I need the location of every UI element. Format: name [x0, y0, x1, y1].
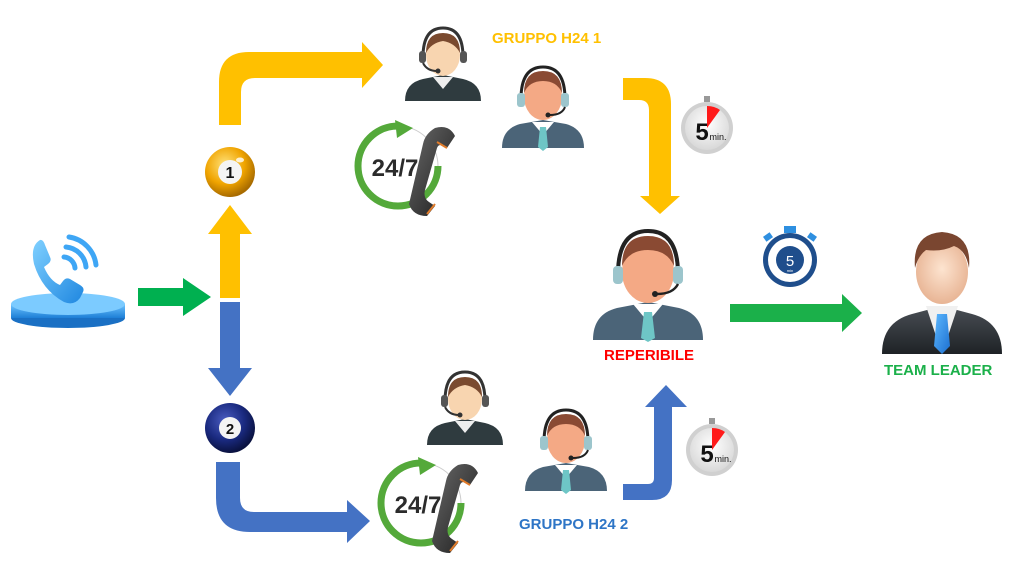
on-call-operator-icon — [593, 228, 703, 342]
incoming-call-icon — [11, 234, 125, 328]
support-24-7-icon: 24/7 — [377, 457, 478, 553]
arrow-call-to-split — [138, 278, 211, 316]
reperibile-label: REPERIBILE — [604, 347, 695, 364]
arrow-split-to-branch-2 — [208, 302, 252, 396]
arrow-branch-2-to-group-2 — [216, 462, 370, 543]
male-operator-icon — [502, 65, 584, 151]
billiard-ball-1-icon: 1 — [205, 147, 255, 197]
timer-1-value: 5 — [695, 119, 708, 146]
timer-2-unit: min. — [714, 454, 731, 464]
support-24-7-icon: 24/7 — [354, 120, 455, 216]
arrow-group-1-to-reperibile — [623, 78, 680, 214]
businessman-icon — [882, 232, 1002, 354]
team-leader-label: TEAM LEADER — [884, 362, 993, 379]
stopwatch-5min-icon: 5 min. — [681, 96, 733, 154]
timer-2-value: 5 — [700, 441, 713, 468]
group-2-label: GRUPPO H24 2 — [519, 516, 629, 533]
ball-2-number: 2 — [226, 421, 234, 438]
female-operator-icon — [427, 370, 503, 445]
billiard-ball-2-icon: 2 — [205, 403, 255, 453]
escalation-timer-unit: min — [787, 268, 793, 273]
male-operator-icon — [525, 408, 607, 494]
arrow-branch-1-to-group-1 — [219, 42, 383, 125]
female-operator-icon — [405, 26, 481, 101]
escalation-timer-value: 5 — [786, 253, 794, 270]
escalation-stopwatch-icon: 5 min — [763, 226, 817, 287]
support-24-7-text: 24/7 — [395, 492, 442, 519]
support-24-7-text: 24/7 — [372, 155, 419, 182]
ball-1-number: 1 — [226, 165, 235, 182]
arrow-split-to-branch-1 — [208, 205, 252, 298]
arrow-group-2-to-reperibile — [623, 385, 687, 500]
stopwatch-5min-icon: 5 min. — [686, 418, 738, 476]
arrow-reperibile-to-team-leader — [730, 294, 862, 332]
timer-1-unit: min. — [709, 132, 726, 142]
group-1-label: GRUPPO H24 1 — [492, 30, 602, 47]
